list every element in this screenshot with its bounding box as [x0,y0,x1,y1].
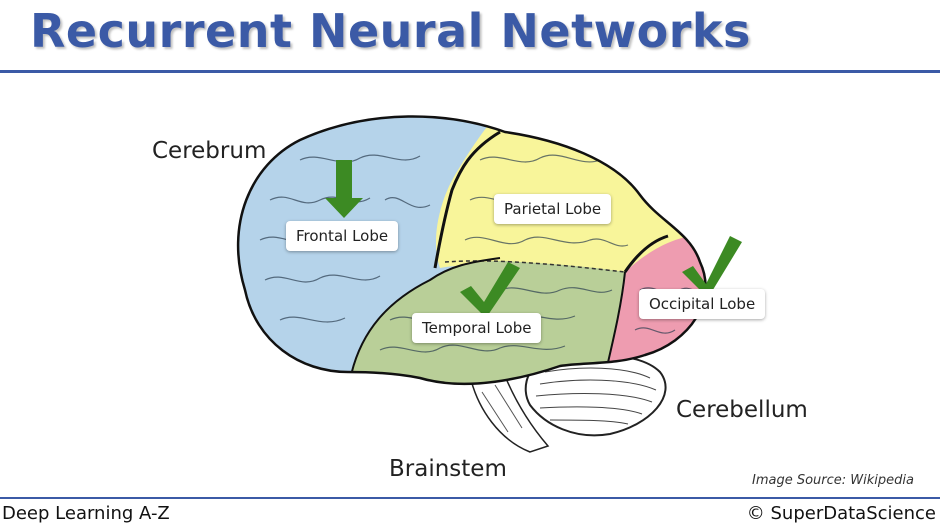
cerebellum-folds [535,367,657,425]
course-name: Deep Learning A-Z [2,503,170,524]
frontal-lobe-label: Frontal Lobe [286,221,399,251]
image-source-credit: Image Source: Wikipedia [752,473,914,488]
brainstem-label: Brainstem [389,456,507,482]
title-underline [0,70,940,73]
cerebrum-label: Cerebrum [152,138,267,164]
occipital-lobe-label: Occipital Lobe [639,289,766,319]
parietal-lobe-label: Parietal Lobe [494,194,612,224]
cerebellum-label: Cerebellum [676,397,808,423]
slide-title: Recurrent Neural Networks [30,4,751,58]
temporal-checkmark-icon [460,262,520,318]
brainstem-shape [469,375,550,453]
frontal-arrow-icon [325,160,363,218]
occipital-checkmark-icon [682,236,742,298]
temporal-lobe-label: Temporal Lobe [412,313,542,343]
footer-rule [0,497,940,499]
copyright-notice: © SuperDataScience [746,503,936,524]
